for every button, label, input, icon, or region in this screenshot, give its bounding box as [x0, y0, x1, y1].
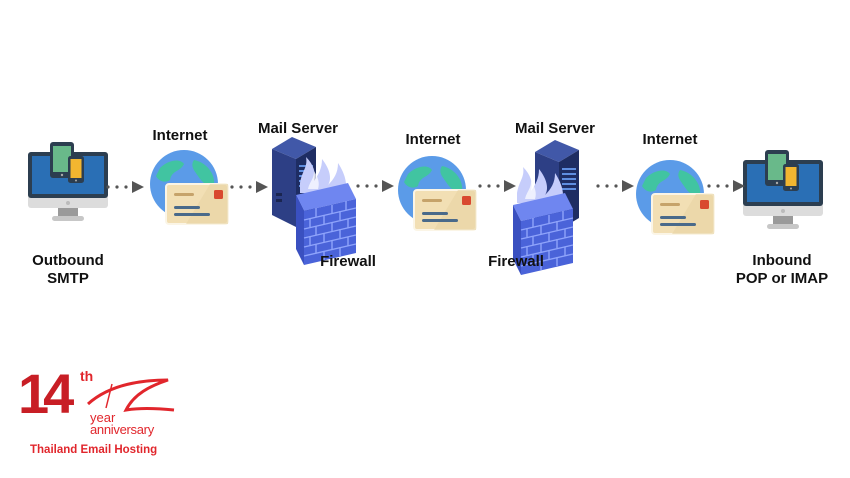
firewall2-label: Firewall — [488, 253, 544, 270]
anniversary-logo: 14 th year anniversary Thailand Email Ho… — [18, 362, 178, 466]
internet1-label: Internet — [152, 127, 208, 144]
internet2-globe-envelope-icon — [397, 155, 477, 231]
logo-year: year — [90, 410, 116, 425]
arrow-internet2-to-mailserver2 — [478, 180, 516, 192]
logo-swoosh-icon — [86, 378, 175, 412]
outbound-computer-icon — [28, 142, 108, 221]
inbound-label: Inbound POP or IMAP — [722, 252, 842, 288]
arrow-internet1-to-mailserver1 — [230, 181, 268, 193]
inbound-label-line1: Inbound — [752, 252, 812, 269]
firewall1-label: Firewall — [320, 253, 376, 270]
mailserver1-label: Mail Server — [257, 120, 339, 137]
outbound-label-line1: Outbound — [32, 252, 104, 269]
arrow-mailserver1-to-internet2 — [356, 180, 394, 192]
arrow-outbound-to-internet1 — [106, 181, 144, 193]
inbound-label-line2: POP or IMAP — [735, 270, 829, 287]
outbound-label: Outbound SMTP — [18, 252, 118, 288]
logo-number: 14 — [18, 362, 74, 425]
inbound-computer-icon — [743, 150, 823, 229]
mailserver2-label: Mail Server — [514, 120, 596, 137]
arrow-mailserver2-to-internet3 — [596, 180, 634, 192]
internet2-label: Internet — [405, 131, 461, 148]
internet1-globe-envelope-icon — [149, 149, 229, 225]
logo-company: Thailand Email Hosting — [30, 444, 158, 456]
arrow-internet3-to-inbound — [707, 180, 745, 192]
logo-anniversary: anniversary — [90, 422, 154, 437]
outbound-label-line2: SMTP — [47, 270, 89, 287]
internet3-label: Internet — [642, 131, 698, 148]
internet3-globe-envelope-icon — [635, 159, 715, 235]
logo-suffix: th — [80, 368, 94, 384]
firewall1-icon — [295, 156, 357, 266]
